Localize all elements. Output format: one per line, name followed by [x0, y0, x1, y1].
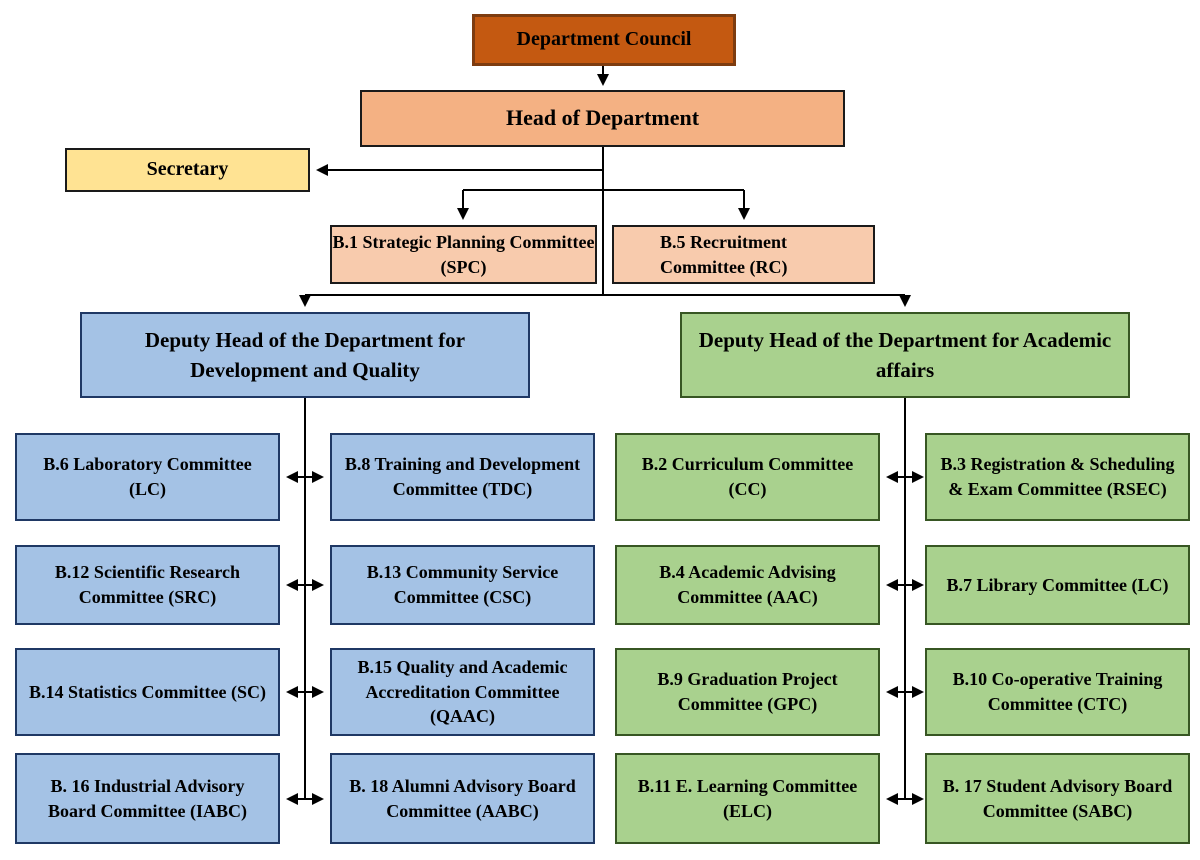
committee-box-b16-iabc: B. 16 Industrial Advisory Board Committe… [15, 753, 280, 844]
committee-box-b1-spc: B.1 Strategic Planning Committee (SPC) [330, 225, 597, 284]
committee-box-b10-ctc: B.10 Co-operative Training Committee (CT… [925, 648, 1190, 736]
committee-box-b14-sc: B.14 Statistics Committee (SC) [15, 648, 280, 736]
committee-box-b3-rsec: B.3 Registration & Scheduling & Exam Com… [925, 433, 1190, 521]
committee-box-b5-rc: B.5 Recruitment Committee (RC) [612, 225, 875, 284]
committee-box-b6-lc: B.6 Laboratory Committee (LC) [15, 433, 280, 521]
committee-box-b8-tdc: B.8 Training and Development Committee (… [330, 433, 595, 521]
committee-box-b13-csc: B.13 Community Service Committee (CSC) [330, 545, 595, 625]
deputy-head-academic-affairs-box: Deputy Head of the Department for Academ… [680, 312, 1130, 398]
head-of-department-box: Head of Department [360, 90, 845, 147]
committee-box-b15-qaac: B.15 Quality and Academic Accreditation … [330, 648, 595, 736]
committee-box-b12-src: B.12 Scientific Research Committee (SRC) [15, 545, 280, 625]
deputy-head-development-quality-box: Deputy Head of the Department for Develo… [80, 312, 530, 398]
committee-box-b17-sabc: B. 17 Student Advisory Board Committee (… [925, 753, 1190, 844]
department-council-box: Department Council [472, 14, 736, 66]
committee-box-b11-elc: B.11 E. Learning Committee (ELC) [615, 753, 880, 844]
committee-box-b7-lc: B.7 Library Committee (LC) [925, 545, 1190, 625]
committee-box-b9-gpc: B.9 Graduation Project Committee (GPC) [615, 648, 880, 736]
secretary-box: Secretary [65, 148, 310, 192]
committee-box-b2-cc: B.2 Curriculum Committee (CC) [615, 433, 880, 521]
committee-box-b18-aabc: B. 18 Alumni Advisory Board Committee (A… [330, 753, 595, 844]
committee-box-b4-aac: B.4 Academic Advising Committee (AAC) [615, 545, 880, 625]
